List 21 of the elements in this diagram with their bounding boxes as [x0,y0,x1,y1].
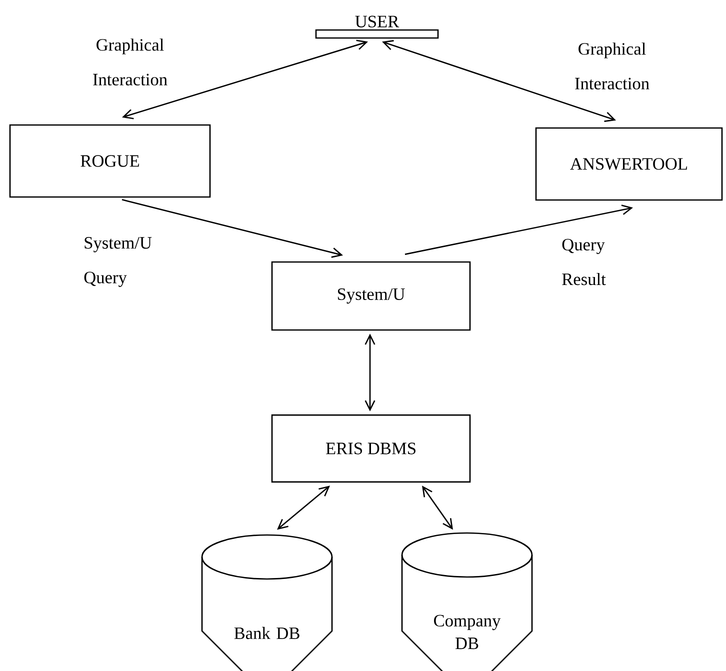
database-cylinder: Company DB [401,532,533,671]
process-box: ERIS DBMS [271,414,471,483]
arrow [122,40,368,120]
arrow [422,486,453,530]
edge-label: System/U Query [84,237,152,287]
user-bar: USER [315,16,439,39]
process-box: ROGUE [9,124,211,198]
process-box: System/U [271,261,471,331]
node-label: USER [355,16,400,28]
node-label: Company DB [434,614,501,650]
edge-label: Query Result [562,238,606,286]
arrow [364,334,376,412]
edge-label: Graphical Interaction [575,42,650,90]
edge-label: Graphical Interaction [93,38,168,86]
arrow [122,199,343,258]
arrow [382,40,616,122]
arrow [404,204,633,255]
database-cylinder: Bank DB [201,534,333,671]
arrow [277,486,330,530]
process-box: ANSWERTOOL [535,127,723,201]
node-label: Bank DB [234,626,300,640]
